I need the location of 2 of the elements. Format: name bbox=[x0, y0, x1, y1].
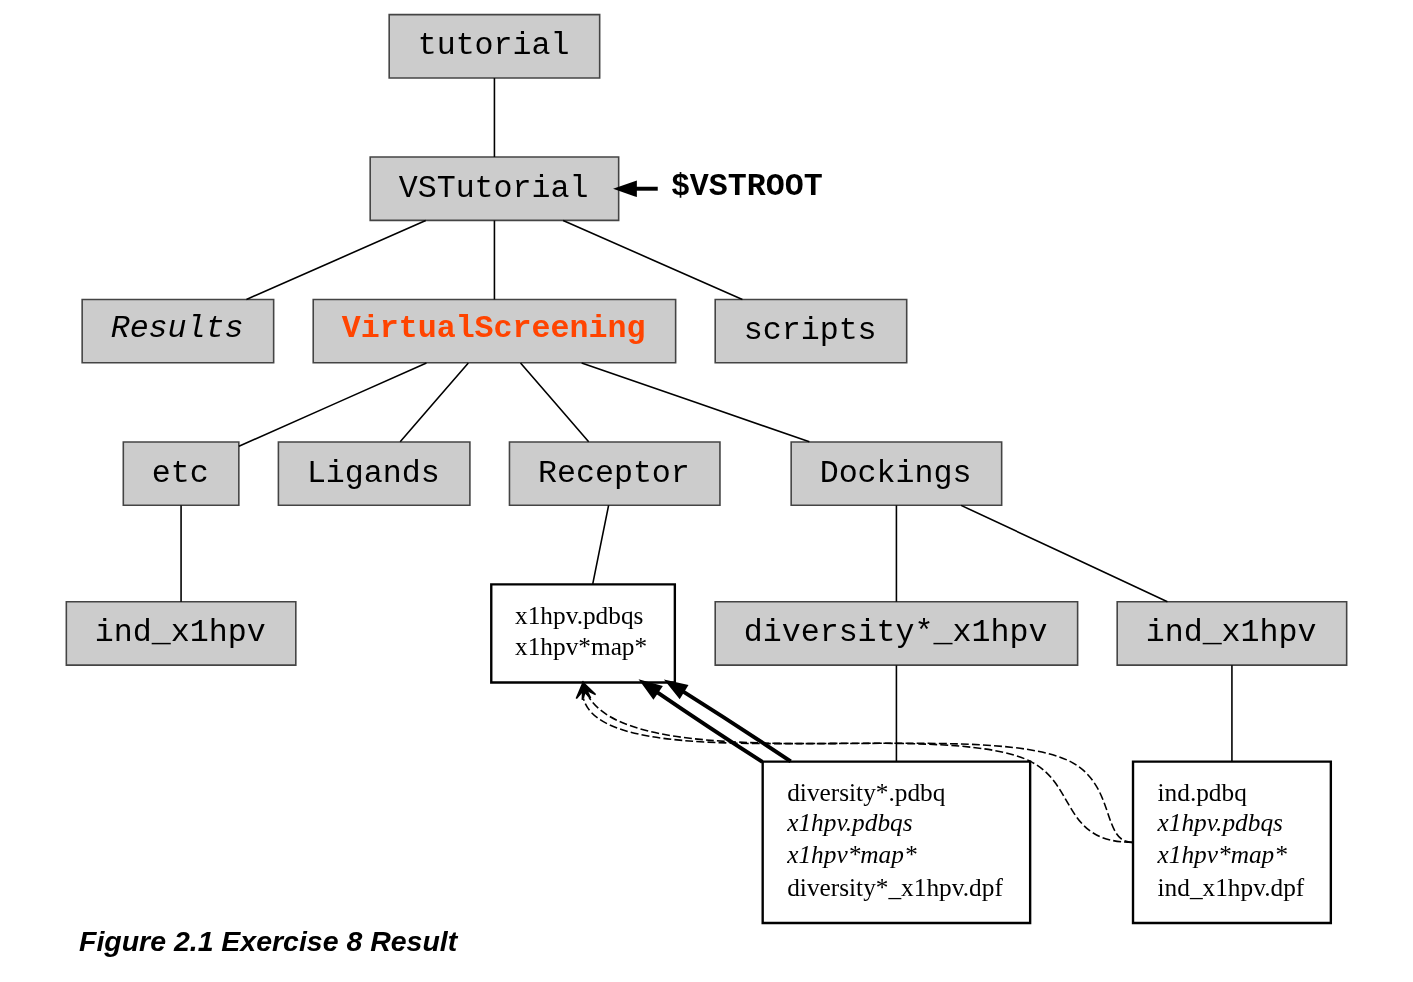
node-text: $VSTROOT bbox=[670, 169, 823, 206]
caption: Figure 2.1 Exercise 8 Result bbox=[78, 924, 458, 957]
